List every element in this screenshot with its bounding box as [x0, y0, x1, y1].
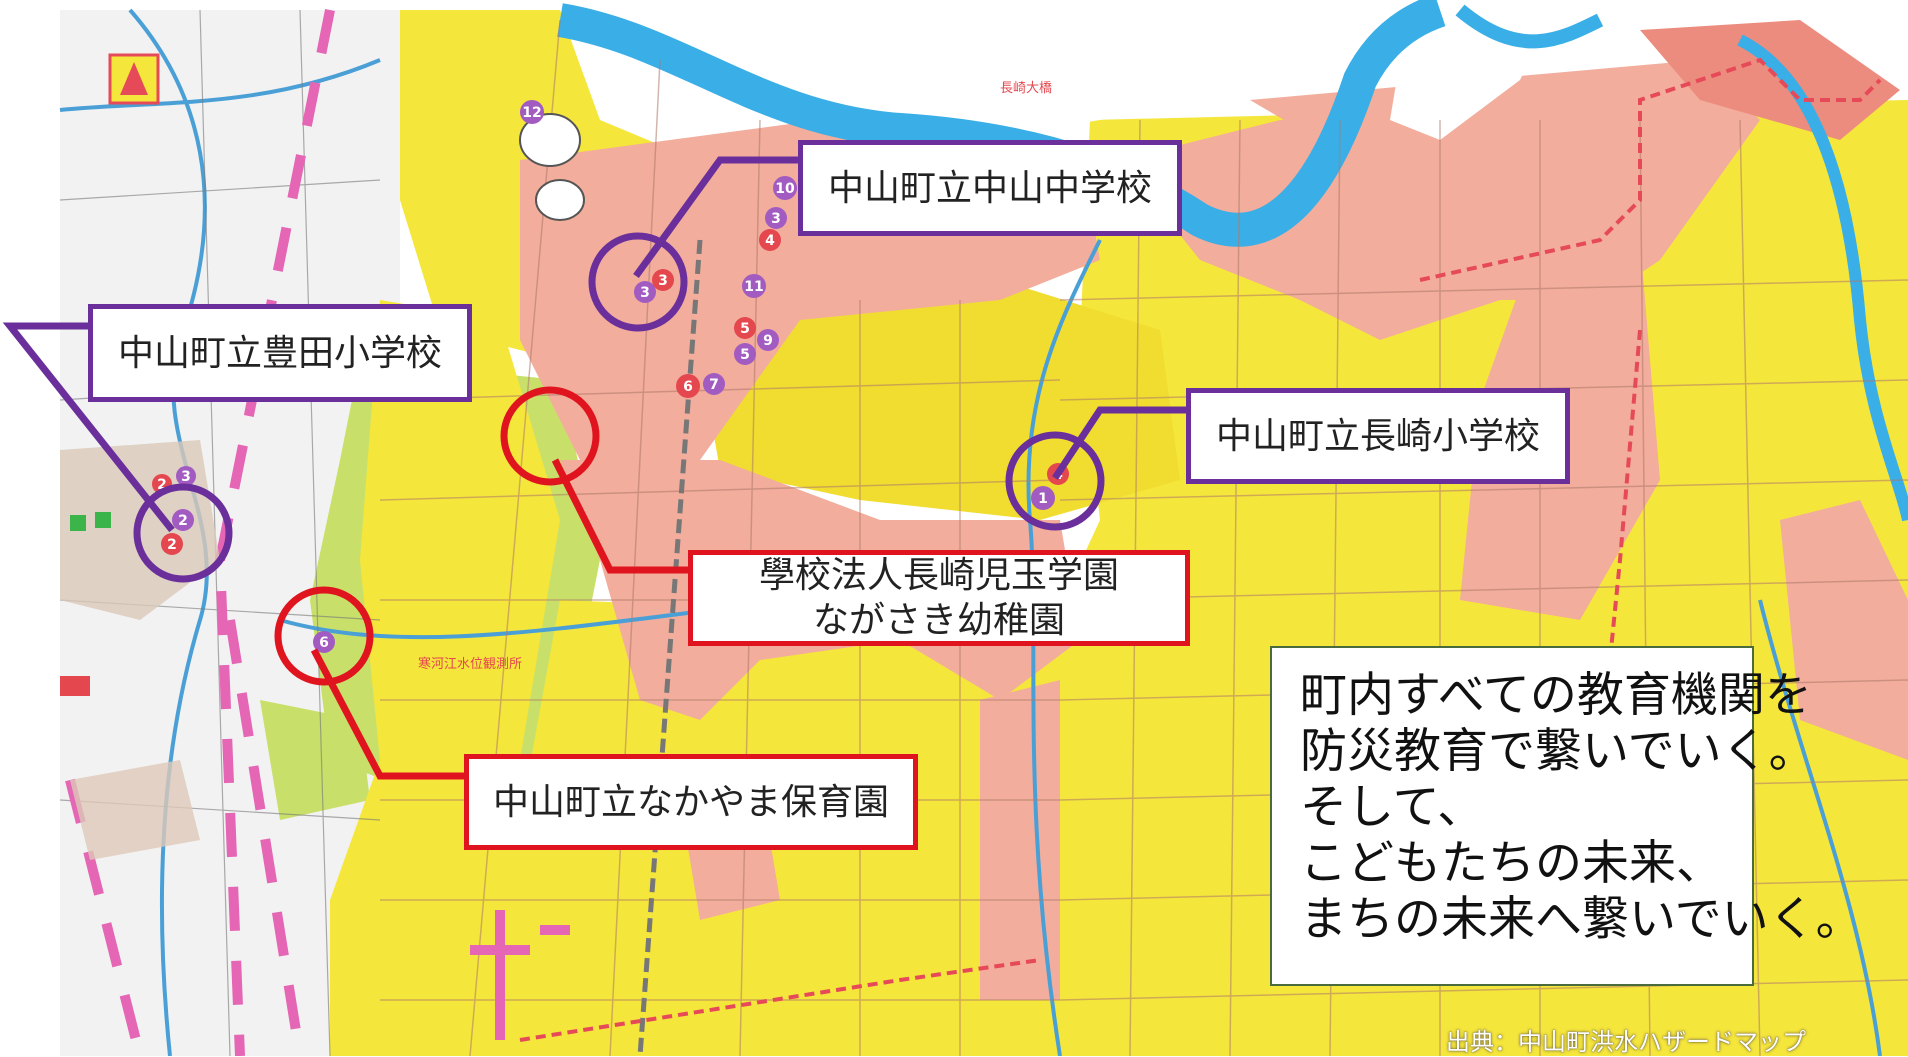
highlight-circle-nagasaki-es — [1005, 431, 1105, 531]
leader-line-kindergarten — [551, 458, 690, 574]
label-text-group: 學校法人長崎児玉学園 ながさき幼稚園 — [759, 553, 1119, 643]
flood-zone-red — [1640, 20, 1900, 140]
marker-number: 7 — [709, 377, 719, 393]
map-symbol — [60, 676, 90, 696]
boundary-line — [1597, 329, 1661, 782]
marker-number: 3 — [640, 285, 650, 301]
marker-number: 5 — [740, 321, 750, 337]
label-nakayama-nursery: 中山町立なかやま保育園 — [464, 754, 918, 850]
marker-number: 2 — [157, 477, 167, 493]
marker-number: 6 — [319, 635, 329, 651]
message-line: 防災教育で繋いでいく。 — [1300, 724, 1816, 779]
marker-number: 3 — [181, 469, 191, 485]
label-text: 中山町立豊田小学校 — [117, 332, 442, 374]
label-nakayama-junior-high: 中山町立中山中学校 — [798, 140, 1182, 236]
message-line: まちの未来へ繋いでいく。 — [1300, 892, 1863, 947]
flood-zone-yellow — [330, 300, 560, 1056]
flood-zone-salmon — [1250, 60, 1760, 300]
label-line-1: 學校法人長崎児玉学園 — [758, 555, 1119, 596]
label-text: 中山町立長崎小学校 — [1215, 415, 1540, 457]
leader-line-toyota-es — [2, 322, 175, 533]
marker-circle — [634, 281, 656, 303]
label-nagasaki-kindergarten: 學校法人長崎児玉学園 ながさき幼稚園 — [688, 550, 1190, 646]
label-text: 中山町立中山中学校 — [827, 167, 1152, 209]
leader-line-nagasaki-es — [1052, 406, 1188, 480]
map-symbol — [70, 515, 86, 531]
marker-circle — [757, 329, 779, 351]
river-branch — [1455, 4, 1604, 49]
highlight-circle-nakayama-jhs — [588, 232, 688, 332]
marker-circle — [765, 207, 787, 229]
marker-circle — [773, 176, 797, 200]
river-east — [1737, 34, 1908, 522]
flood-zone-green — [260, 700, 370, 820]
label-line-2: ながさき幼稚園 — [812, 600, 1065, 641]
label-toyota-elementary: 中山町立豊田小学校 — [88, 304, 472, 402]
place-label: 寒河江水位観測所 — [418, 656, 522, 672]
marker-circle — [703, 373, 725, 395]
district-boundary — [470, 910, 570, 1040]
stream — [59, 58, 381, 112]
highlight-circle-kindergarten — [500, 386, 600, 486]
marker-number: 12 — [522, 105, 541, 121]
district-boundary — [65, 778, 145, 1056]
marker-number: 2 — [167, 537, 177, 553]
leader-line-nakayama-jhs — [633, 156, 802, 279]
message-line: こどもたちの未来、 — [1300, 836, 1723, 891]
marker-circle — [172, 509, 194, 531]
marker-number: 1 — [1038, 491, 1048, 507]
place-label: 長崎大橋 — [1000, 81, 1052, 96]
flood-zone-salmon — [980, 680, 1060, 1000]
message-line: 町内すべての教育機関を — [1300, 668, 1812, 723]
marker-circle — [742, 274, 766, 298]
marker-number: 9 — [763, 333, 773, 349]
highlight-circle-nursery — [274, 586, 374, 686]
marker-number: 10 — [775, 181, 795, 197]
stadium — [519, 113, 581, 167]
marker-number: 11 — [744, 279, 763, 295]
marker-number: 4 — [765, 233, 775, 249]
red-callouts — [274, 386, 690, 780]
boundary-line — [1419, 57, 1882, 282]
stadium — [535, 179, 585, 221]
flood-zone-salmon — [1780, 500, 1908, 760]
marker-number: 3 — [658, 273, 668, 289]
label-text: 中山町立なかやま保育園 — [492, 781, 889, 823]
hatched-area — [70, 760, 200, 860]
marker-circle — [734, 317, 756, 339]
stream — [1758, 599, 1882, 1056]
road-grid — [379, 19, 1908, 1056]
riverbank — [1390, 40, 1540, 140]
highlight-circle-toyota-es — [133, 483, 233, 583]
marker-number: 3 — [771, 211, 781, 227]
marker-circle — [759, 229, 781, 251]
marker-circle — [520, 100, 544, 124]
marker-circle — [161, 533, 183, 555]
marker-circle — [313, 631, 335, 653]
label-nagasaki-elementary: 中山町立長崎小学校 — [1186, 388, 1570, 484]
message-line: そして、 — [1300, 780, 1485, 835]
purple-callouts — [2, 156, 1188, 583]
map-symbol — [95, 512, 111, 528]
marker-number: 5 — [740, 347, 750, 363]
boundary-line — [519, 958, 1041, 1042]
marker-circle — [1031, 486, 1055, 510]
marker-circle — [676, 374, 700, 398]
marker-circle — [176, 466, 196, 486]
message-box: 町内すべての教育機関を 防災教育で繋いでいく。 そして、 こどもたちの未来、 ま… — [1270, 646, 1863, 986]
north-arrow-icon — [120, 62, 148, 95]
riverbank — [700, 10, 1420, 140]
marker-number: 6 — [683, 379, 693, 395]
flood-zone-yellow — [690, 280, 1180, 520]
marker-number: 2 — [178, 513, 188, 529]
source-credit: 出典：中山町洪水ハザードマップ — [1446, 1028, 1806, 1056]
marker-circle — [652, 269, 674, 291]
railway — [637, 239, 703, 1056]
leader-line-nursery — [310, 648, 466, 780]
marker-circle — [734, 343, 756, 365]
